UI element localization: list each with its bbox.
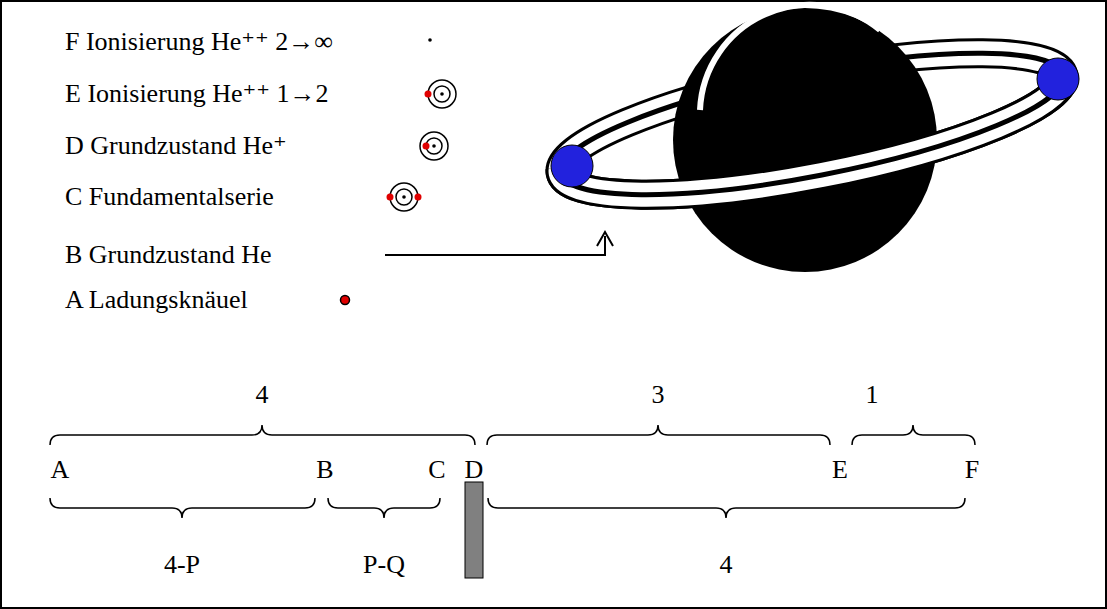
point-letter: C: [428, 456, 445, 485]
legend-line: D Grundzustand He⁺: [65, 132, 287, 161]
brace-label: 4: [256, 381, 269, 410]
legend-line: F Ionisierung He⁺⁺ 2→∞: [65, 28, 333, 57]
point-letter: A: [51, 456, 70, 485]
point-letter: F: [965, 456, 979, 485]
legend-line: B Grundzustand He: [65, 241, 272, 270]
legend-line: A Ladungsknäuel: [65, 286, 248, 315]
legend-line: E Ionisierung He⁺⁺ 1→2: [65, 80, 329, 109]
point-letter: D: [465, 456, 484, 485]
brace-label: P-Q: [363, 551, 405, 580]
brace-label: 3: [652, 381, 665, 410]
brace-label: 4: [720, 551, 733, 580]
legend-line: C Fundamentalserie: [65, 183, 274, 212]
point-letter: B: [316, 456, 333, 485]
brace-label: 4-P: [164, 551, 200, 580]
point-letter: E: [832, 456, 848, 485]
brace-label: 1: [866, 381, 879, 410]
